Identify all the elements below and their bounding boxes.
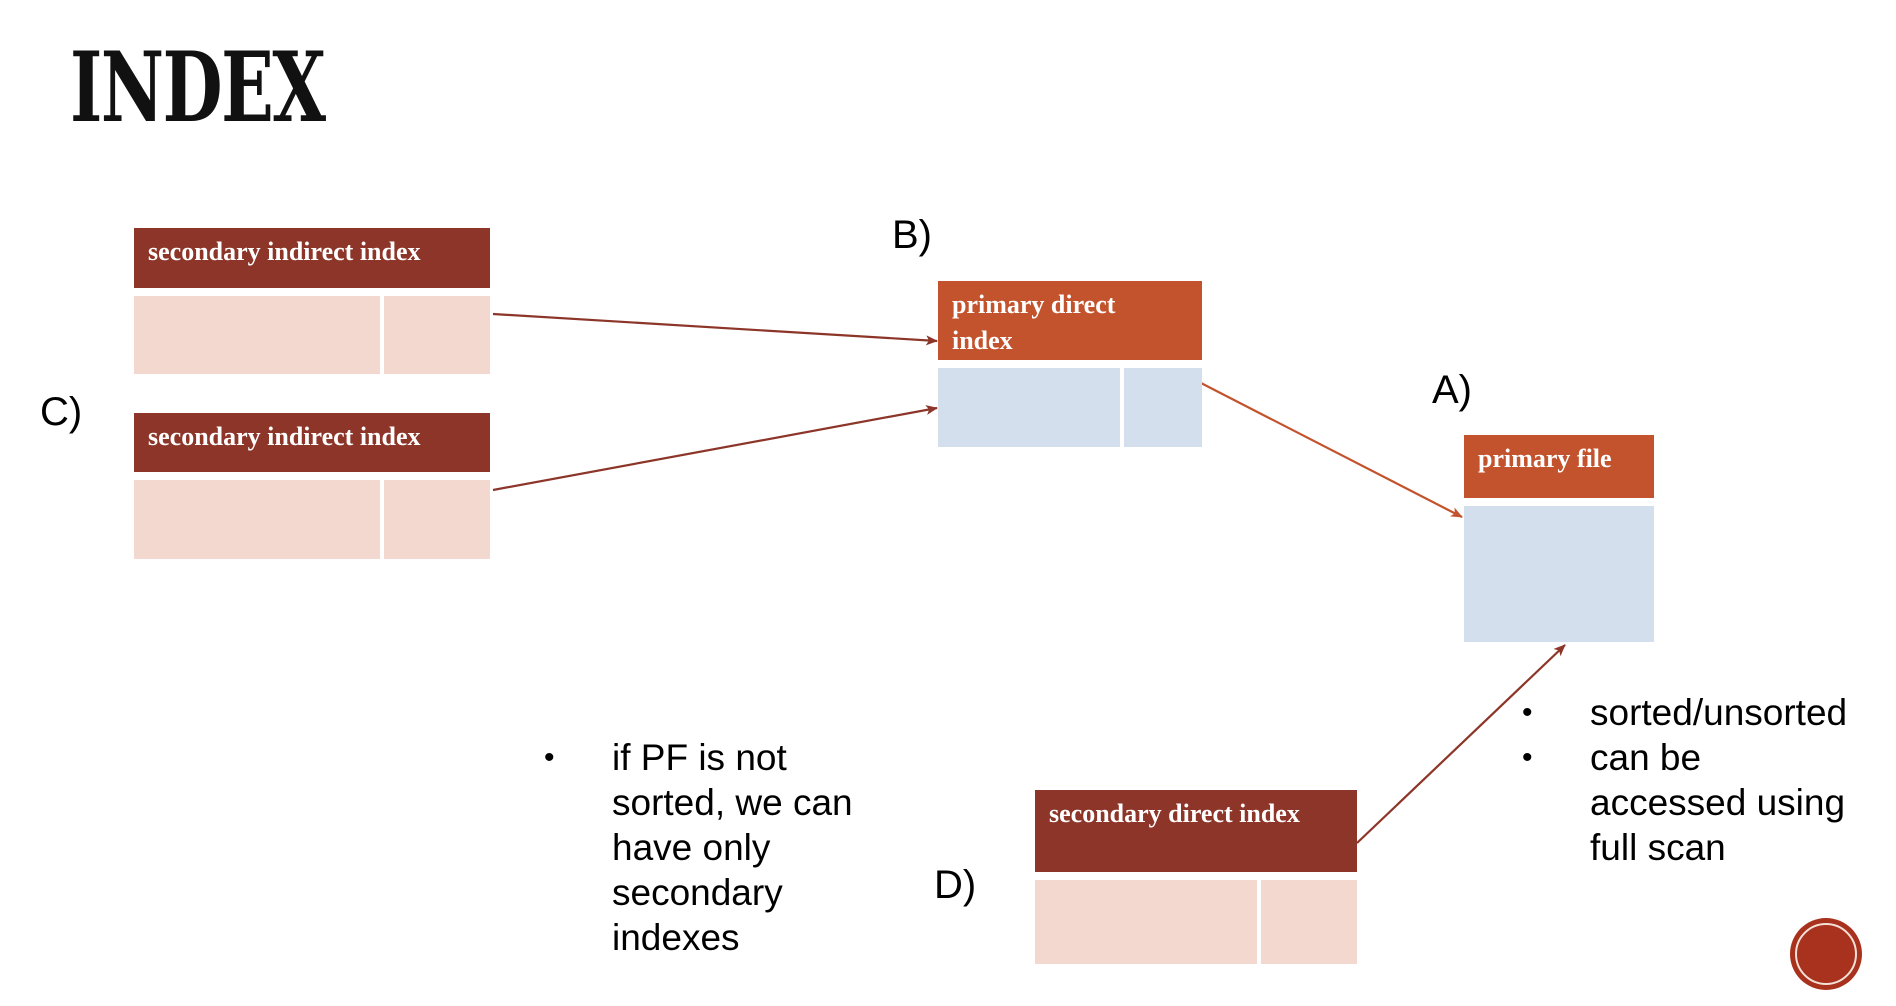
secondary-direct-index-pointer-cell <box>1261 880 1357 964</box>
secondary-direct-index: secondary direct index <box>1035 790 1357 964</box>
note-right-text: sorted/unsorted <box>1590 692 1848 733</box>
secondary-direct-index-header: secondary direct index <box>1035 790 1357 872</box>
secondary-indirect-index-2-key-cell <box>134 480 380 559</box>
label-c: C) <box>40 390 83 434</box>
arrow-secondary-indirect-2-to-primary-direct <box>492 405 938 492</box>
note-right-item: • sorted/unsorted <box>1522 690 1847 735</box>
primary-direct-index-header: primary direct index <box>938 281 1202 360</box>
primary-file: primary file <box>1464 435 1654 642</box>
label-a: A) <box>1432 368 1472 412</box>
corner-circle-icon <box>1790 918 1862 990</box>
slide-title: INDEX <box>70 31 326 144</box>
note-left-text: if PF is not sorted, we can have only se… <box>612 737 853 958</box>
arrow-primary-direct-to-primary-file <box>1198 381 1463 518</box>
arrow-secondary-indirect-1-to-primary-direct <box>492 312 938 346</box>
secondary-direct-index-key-cell <box>1035 880 1257 964</box>
primary-file-header: primary file <box>1464 435 1654 498</box>
label-d: D) <box>934 863 977 907</box>
note-left-item: • if PF is not sorted, we can have only … <box>544 735 853 960</box>
arrow-secondary-direct-to-primary-file <box>1356 644 1566 844</box>
note-right-item: • can be accessed using full scan <box>1522 735 1847 870</box>
primary-file-body <box>1464 506 1654 642</box>
secondary-indirect-index-1-header: secondary indirect index <box>134 228 490 288</box>
note-left: • if PF is not sorted, we can have only … <box>544 735 853 960</box>
primary-direct-index-pointer-cell <box>1124 368 1202 447</box>
bullet-icon: • <box>1522 741 1533 774</box>
secondary-indirect-index-2: secondary indirect index <box>134 413 490 559</box>
bullet-icon: • <box>544 741 555 774</box>
secondary-indirect-index-2-pointer-cell <box>384 480 490 559</box>
secondary-indirect-index-1-key-cell <box>134 296 380 374</box>
label-b: B) <box>892 213 932 257</box>
secondary-indirect-index-1-pointer-cell <box>384 296 490 374</box>
secondary-indirect-index-2-header: secondary indirect index <box>134 413 490 472</box>
primary-direct-index: primary direct index <box>938 281 1202 447</box>
note-right-text: can be accessed using full scan <box>1590 737 1846 868</box>
secondary-indirect-index-1: secondary indirect index <box>134 228 490 374</box>
note-right: • sorted/unsorted • can be accessed usin… <box>1522 690 1847 870</box>
primary-direct-index-key-cell <box>938 368 1120 447</box>
bullet-icon: • <box>1522 696 1533 729</box>
